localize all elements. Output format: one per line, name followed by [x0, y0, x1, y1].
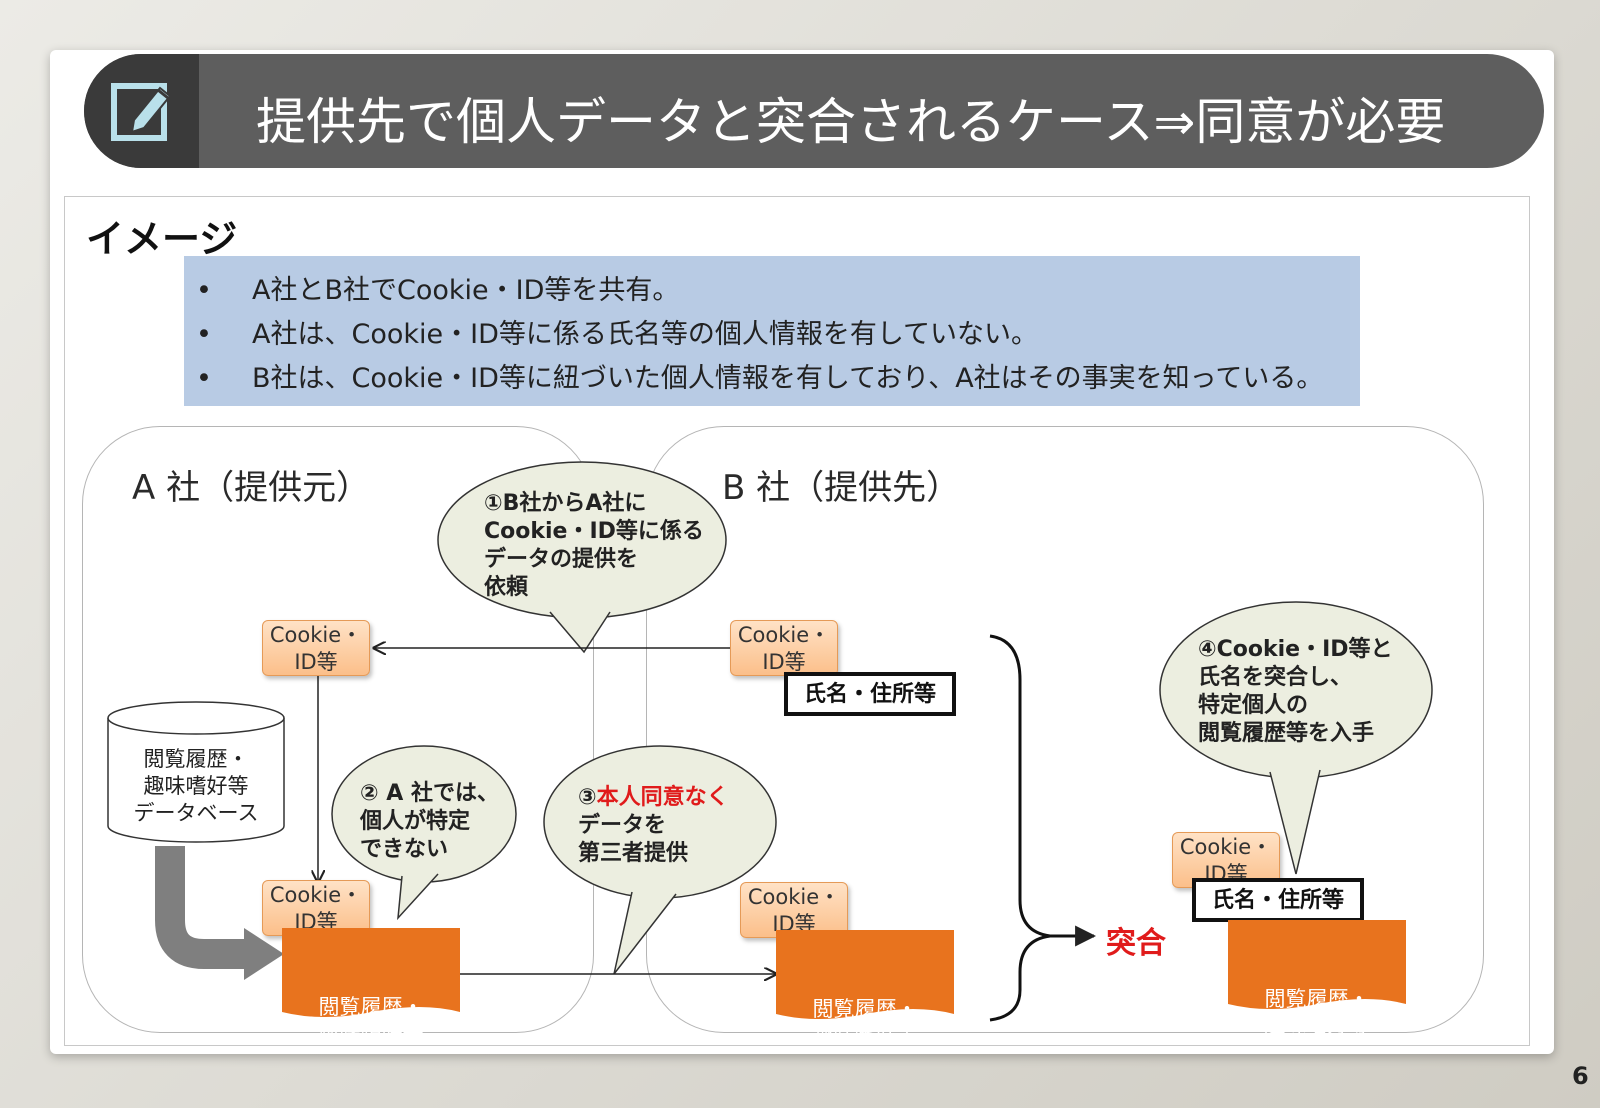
bullet-box: •A社とB社でCookie・ID等を共有。 •A社は、Cookie・ID等に係る…	[184, 256, 1360, 406]
history-doc-b: 閲覧履歴・ 趣味嗜好等	[776, 930, 954, 1047]
brace	[989, 634, 1051, 1022]
bubble-step2-text: ② A 社では、 個人が特定 できない	[360, 781, 499, 862]
name-address-box-b: 氏名・住所等	[784, 672, 956, 716]
grey-flow-arrow	[155, 846, 248, 969]
cookie-id-tag-b-bottom: Cookie・ ID等	[740, 882, 848, 938]
match-label: 突合	[1106, 926, 1166, 961]
bubble-step1-text: ①B社からA社に Cookie・ID等に係る データの提供を 依頼	[484, 491, 704, 600]
company-b-region	[646, 426, 1484, 1033]
history-doc-a: 閲覧履歴・ 趣味嗜好等	[282, 928, 460, 1045]
cookie-id-tag-b-top: Cookie・ ID等	[730, 620, 838, 676]
bullet-item: •B社は、Cookie・ID等に紐づいた個人情報を有しており、A社はその事実を知…	[196, 363, 1324, 394]
speech-bubble-step3	[543, 745, 777, 975]
edit-icon	[110, 78, 176, 148]
speech-bubble-step1	[437, 461, 727, 654]
title-bar	[84, 54, 1544, 168]
bullet-item: •A社とB社でCookie・ID等を共有。	[196, 275, 680, 306]
history-doc-matched: 閲覧履歴・ 趣味嗜好等	[1228, 920, 1406, 1037]
page-title: 提供先で個人データと突合されるケース⇒同意が必要	[256, 93, 1446, 151]
bubble-step3-text: ③本人同意なくデータを 第三者提供	[578, 785, 729, 866]
speech-bubble-step4	[1159, 601, 1433, 875]
database-label: 閲覧履歴・ 趣味嗜好等 データベース	[133, 747, 259, 825]
page-number: 6	[1572, 1062, 1589, 1090]
company-b-label: B 社（提供先）	[722, 468, 961, 508]
speech-bubble-step2	[331, 745, 517, 921]
bubble-step4-text: ④Cookie・ID等と 氏名を突合し、 特定個人の 閲覧履歴等を入手	[1198, 637, 1393, 746]
cookie-id-tag-a-bottom: Cookie・ ID等	[262, 880, 370, 936]
company-a-label: A 社（提供元）	[132, 468, 371, 508]
bullet-item: •A社は、Cookie・ID等に係る氏名等の個人情報を有していない。	[196, 319, 1039, 350]
cookie-id-tag-a-top: Cookie・ ID等	[262, 620, 370, 676]
section-label: イメージ	[86, 217, 238, 261]
database-cylinder	[107, 701, 285, 843]
name-address-box-matched: 氏名・住所等	[1192, 878, 1364, 922]
company-a-region	[82, 426, 594, 1033]
